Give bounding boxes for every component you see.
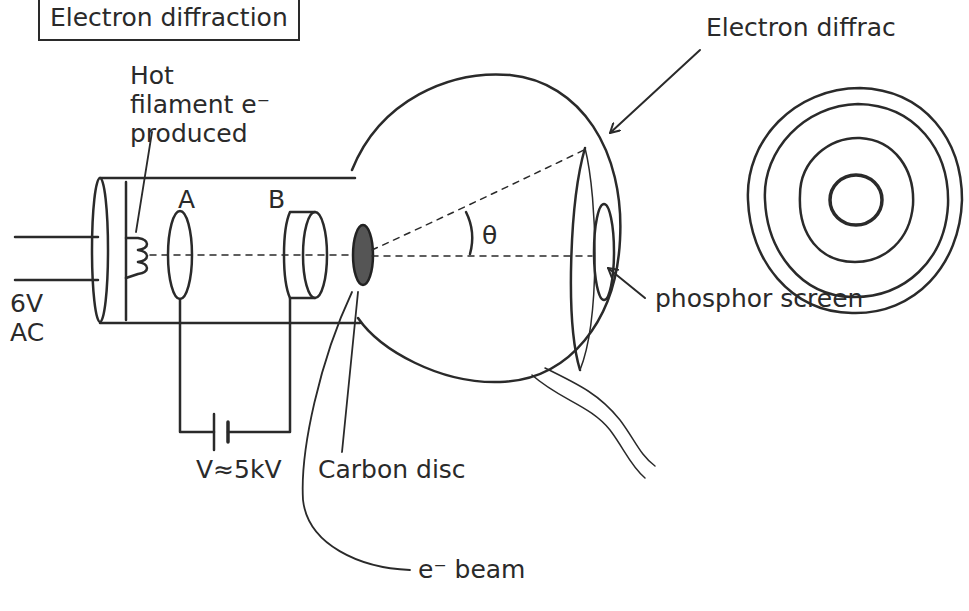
phosphor-screen bbox=[580, 148, 595, 370]
part-label: Hot filament e⁻ produced bbox=[130, 62, 280, 148]
supply-wire bbox=[15, 236, 98, 239]
glass-bulb bbox=[352, 74, 620, 382]
battery-plate bbox=[213, 414, 216, 450]
tube-wall bbox=[100, 177, 355, 180]
part-label: e⁻ beam bbox=[418, 556, 525, 585]
diffraction-rings bbox=[748, 88, 962, 313]
beam-axis bbox=[150, 254, 360, 256]
part-label: Electron diffrac bbox=[706, 14, 896, 43]
phosphor-screen bbox=[571, 148, 585, 370]
circuit-wire bbox=[228, 298, 290, 432]
filament-coil bbox=[126, 238, 147, 278]
tube-end bbox=[92, 178, 108, 322]
heading: Electron diffraction bbox=[38, 0, 300, 41]
tube-end-plate bbox=[125, 182, 128, 320]
diffracted-beam bbox=[372, 150, 584, 250]
angle-symbol: θ bbox=[482, 222, 497, 251]
circuit-wire bbox=[180, 299, 214, 432]
supply-label: 6V AC bbox=[10, 290, 50, 348]
part-letter: B bbox=[268, 186, 285, 215]
angle-arc bbox=[466, 212, 472, 254]
part-letter: A bbox=[178, 186, 195, 215]
lead-wire bbox=[545, 368, 655, 466]
tube-wall bbox=[100, 322, 360, 325]
central-beam bbox=[372, 255, 592, 257]
leader-line bbox=[303, 292, 410, 570]
central-spot bbox=[594, 204, 614, 300]
pointer-arrow bbox=[608, 268, 645, 298]
carbon-disc bbox=[353, 225, 373, 285]
voltage-label: V≈5kV bbox=[196, 456, 282, 485]
supply-wire bbox=[15, 279, 98, 282]
part-label: phosphor screen bbox=[655, 285, 863, 314]
pointer-arrow bbox=[610, 50, 700, 133]
part-label: Carbon disc bbox=[318, 456, 466, 485]
leader-line bbox=[342, 292, 358, 452]
